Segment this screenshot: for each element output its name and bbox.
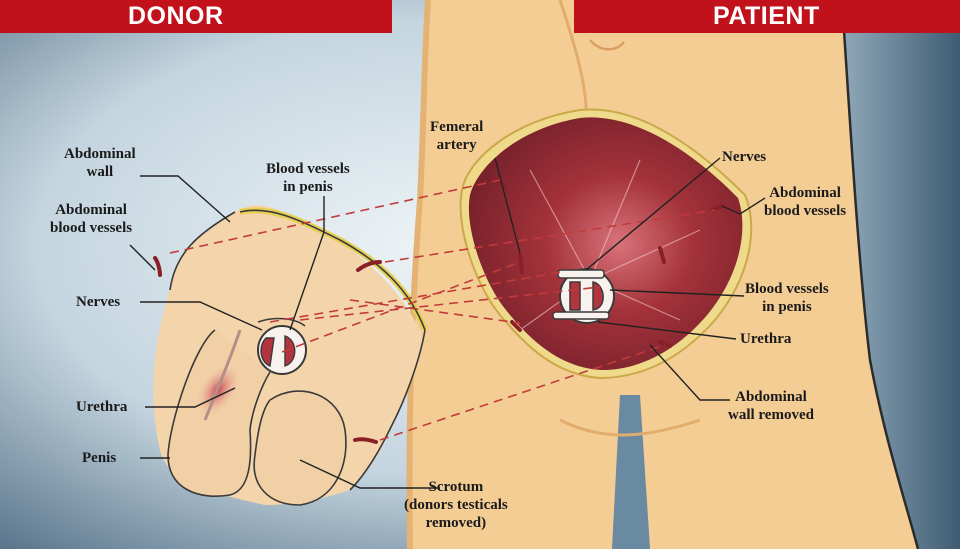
label-patient-femeral-artery: Femeral artery — [430, 118, 483, 154]
label-patient-abdominal-wall-removed: Abdominal wall removed — [728, 388, 814, 424]
label-patient-urethra: Urethra — [740, 331, 792, 347]
connection-lines — [169, 179, 716, 441]
label-donor-abdominal-blood-vessels: Abdominal blood vessels — [50, 201, 132, 237]
label-patient-blood-vessels-in-penis: Blood vessels in penis — [745, 280, 829, 316]
label-line: Femeral — [430, 119, 484, 135]
label-line: in penis — [283, 179, 333, 195]
label-line: blood vessels — [764, 203, 847, 219]
label-donor-urethra: Urethra — [76, 399, 128, 415]
label-line: Blood vessels — [266, 161, 350, 177]
label-patient-abdominal-blood-vessels: Abdominal blood vessels — [764, 184, 846, 220]
label-donor-blood-vessels-in-penis: Blood vessels in penis — [266, 160, 350, 196]
label-line: (donors testicals — [404, 497, 508, 513]
label-line: Scrotum — [428, 479, 484, 495]
label-line: Blood vessels — [745, 281, 829, 297]
donor-banner: DONOR — [0, 0, 392, 33]
label-patient-nerves: Nerves — [722, 149, 767, 165]
label-line: removed) — [425, 515, 487, 531]
patient-wound — [459, 108, 753, 380]
label-donor-penis: Penis — [82, 450, 117, 466]
label-donor-scrotum: Scrotum (donors testicals removed) — [404, 478, 508, 532]
label-donor-abdominal-wall: Abdominal wall — [64, 145, 136, 181]
donor-graft-cross-section — [203, 317, 307, 421]
label-line: wall — [86, 164, 114, 180]
label-line: artery — [436, 137, 477, 153]
donor-scrotum — [253, 390, 347, 506]
label-donor-nerves: Nerves — [76, 294, 121, 310]
label-line: Abdominal — [64, 146, 136, 162]
label-line: Abdominal — [735, 389, 807, 405]
donor-header: DONOR — [128, 2, 224, 30]
patient-header: PATIENT — [713, 2, 820, 30]
leader-lines — [129, 157, 766, 489]
label-line: in penis — [762, 299, 812, 315]
label-line: Abdominal — [55, 202, 127, 218]
label-line: Abdominal — [769, 185, 841, 201]
donor-tissue — [153, 205, 428, 506]
patient-banner: PATIENT — [574, 0, 960, 33]
label-line: blood vessels — [50, 220, 133, 236]
patient-graft-cross-section — [552, 268, 615, 324]
label-line: wall removed — [728, 407, 814, 423]
